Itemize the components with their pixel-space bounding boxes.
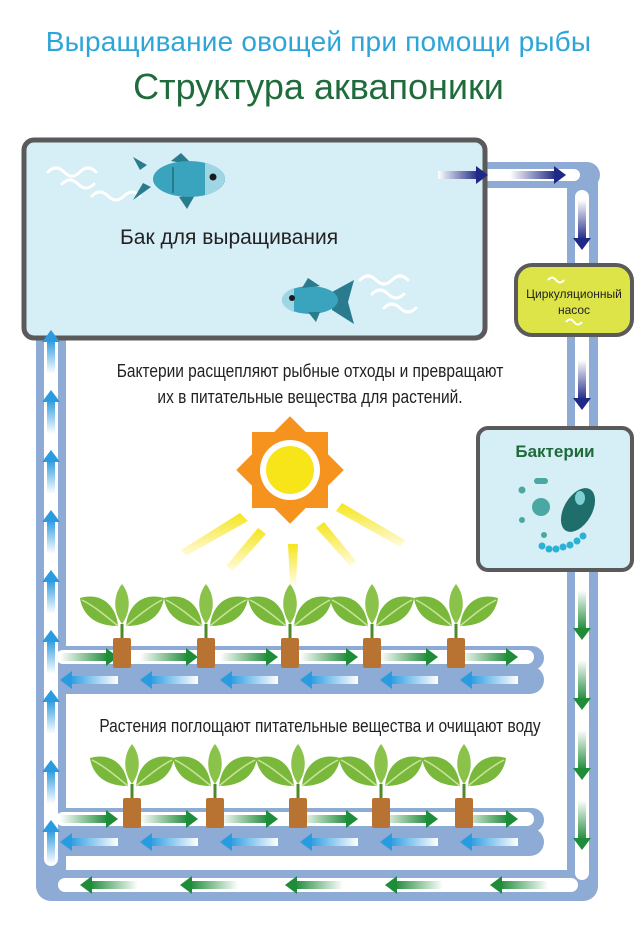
bacteria-process-caption: Бактерии расщепляют рыбные отходы и прев…: [95, 358, 525, 410]
flow-arrow: [573, 730, 591, 780]
pump-label-line2: насос: [557, 303, 591, 318]
plant-icon: [173, 744, 257, 828]
water-wave-icon: [46, 166, 418, 314]
plant-rows: [80, 584, 506, 828]
flow-arrow: [300, 833, 358, 851]
tank-label: Бак для выращивания: [120, 226, 339, 249]
bacteria-label: Бактерии: [515, 442, 595, 461]
flow-arrow: [42, 760, 60, 804]
fish-icon: [282, 278, 354, 324]
flow-arrow: [380, 671, 438, 689]
flow-arrow: [140, 671, 198, 689]
water-flow-arrows: [42, 166, 591, 894]
plant-icon: [330, 584, 414, 668]
flow-arrow: [510, 166, 566, 184]
flow-arrow: [300, 648, 358, 666]
flow-arrow: [490, 876, 548, 894]
plant-icon: [164, 584, 248, 668]
flow-arrow: [573, 590, 591, 640]
flow-arrow: [180, 876, 238, 894]
flow-arrow: [140, 648, 198, 666]
pump-label-line1: Циркуляционный: [526, 287, 622, 301]
flow-arrow: [385, 876, 443, 894]
flow-arrow: [573, 200, 591, 250]
flow-arrow: [460, 833, 518, 851]
flow-arrow: [140, 810, 198, 828]
plant-icon: [414, 584, 498, 668]
flow-arrow: [460, 648, 518, 666]
flow-arrow: [438, 166, 488, 184]
caption-line-1: Бактерии расщепляют рыбные отходы и прев…: [116, 361, 504, 381]
flow-arrow: [573, 660, 591, 710]
caption-line-2: их в питательные вещества для растений.: [157, 387, 463, 408]
plant-icon: [80, 584, 164, 668]
flow-arrow: [60, 671, 118, 689]
flow-arrow: [220, 671, 278, 689]
flow-arrow: [42, 690, 60, 734]
flow-arrow: [380, 810, 438, 828]
page-subtitle: Выращивание овощей при помощи рыбы: [45, 26, 592, 57]
flow-arrow: [220, 810, 278, 828]
flow-arrow: [42, 390, 60, 434]
flow-arrow: [42, 570, 60, 614]
flow-arrow: [42, 450, 60, 494]
bacteria-icon: [518, 478, 596, 553]
fish-icon: [133, 153, 225, 209]
page-title: Структура аквапоники: [133, 66, 504, 107]
flow-arrow: [285, 876, 343, 894]
flow-arrow: [300, 671, 358, 689]
flow-arrow: [60, 833, 118, 851]
flow-arrow: [42, 630, 60, 674]
pump-label: Циркуляционный насос: [516, 286, 632, 318]
plant-icon: [256, 744, 340, 828]
flow-arrow: [573, 360, 591, 410]
plant-icon: [248, 584, 332, 668]
flow-arrow: [380, 648, 438, 666]
plant-icon: [422, 744, 506, 828]
plant-icon: [339, 744, 423, 828]
flow-arrow: [42, 510, 60, 554]
flow-arrow: [60, 648, 118, 666]
flow-arrow: [42, 820, 60, 864]
flow-arrow: [460, 810, 518, 828]
flow-arrow: [220, 833, 278, 851]
flow-arrow: [460, 671, 518, 689]
flow-arrow: [42, 330, 60, 374]
plant-icon: [90, 744, 174, 828]
sun-icon: [181, 416, 405, 584]
flow-arrow: [300, 810, 358, 828]
flow-arrow: [573, 800, 591, 850]
flow-arrow: [380, 833, 438, 851]
flow-arrow: [140, 833, 198, 851]
circulation-pump: [514, 263, 634, 337]
flow-arrow: [80, 876, 138, 894]
plants-process-caption: Растения поглощают питательные вещества …: [99, 716, 541, 736]
flow-arrow: [60, 810, 118, 828]
flow-arrow: [220, 648, 278, 666]
bacteria-box: [476, 426, 634, 572]
